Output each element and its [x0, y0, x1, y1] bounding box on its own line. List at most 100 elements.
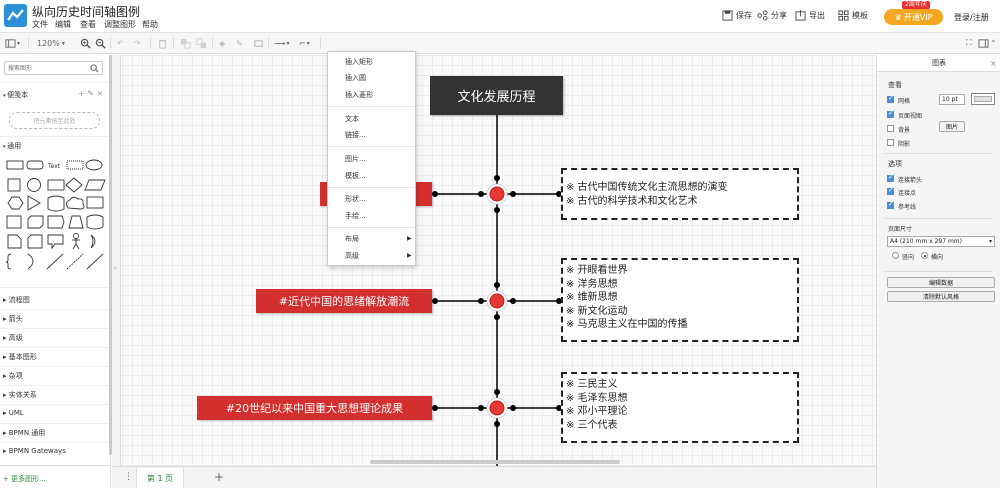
category-misc[interactable]: ▸ 杂项 — [3, 372, 23, 380]
page-tab-1[interactable]: 第 1 页 — [136, 468, 184, 488]
category-advanced[interactable]: ▸ 高级 — [3, 334, 23, 342]
category-label: 杂项 — [8, 372, 23, 380]
shape-cylinder — [47, 195, 65, 212]
menu-arrange[interactable]: 调整图形 — [104, 20, 136, 29]
connection-arrows-checkbox[interactable] — [887, 173, 894, 182]
to-front-button[interactable] — [180, 36, 191, 50]
close-icon[interactable]: × — [96, 89, 104, 98]
diagram-tab[interactable]: 图表 — [877, 55, 1000, 72]
divider — [0, 423, 110, 424]
grid-size-input[interactable]: 10 pt — [939, 94, 965, 105]
landscape-radio[interactable] — [921, 252, 928, 259]
zoom-out-button[interactable] — [95, 36, 106, 50]
portrait-radio[interactable] — [892, 252, 899, 259]
close-icon[interactable]: × — [990, 59, 997, 68]
menu-text[interactable]: 文本 — [345, 115, 359, 123]
delete-button[interactable] — [157, 36, 168, 50]
menu-layout[interactable]: 布局 — [345, 235, 359, 243]
menu-link[interactable]: 链接... — [345, 131, 366, 139]
share-button[interactable]: 分享 — [757, 10, 787, 21]
panel-toggle-button[interactable]: ▾ — [5, 36, 20, 50]
to-back-button[interactable] — [196, 36, 207, 50]
waypoint-style-button[interactable]: ⌐ ▾ — [299, 36, 310, 50]
category-label: BPMN Gateways — [8, 447, 66, 455]
templates-button[interactable]: 模板 — [838, 10, 868, 21]
shape-search-box[interactable] — [4, 61, 103, 75]
general-header[interactable]: ▾ 通用 — [3, 141, 21, 151]
scratchpad-drop-zone[interactable]: 把元素拖至此处 — [9, 112, 100, 129]
scratchpad-header[interactable]: ▾ 便笺本 — [3, 90, 28, 100]
triangle-down-icon: ▾ — [3, 144, 8, 150]
save-button[interactable]: 保存 — [722, 10, 752, 21]
share-icon — [757, 10, 768, 21]
zoom-in-button[interactable] — [80, 36, 91, 50]
undo-button[interactable]: ↶ — [117, 36, 124, 50]
zoom-select[interactable]: 120% ▾ — [37, 36, 65, 50]
category-bpmn-gateways[interactable]: ▸ BPMN Gateways — [3, 447, 66, 455]
menu-edit[interactable]: 编辑 — [55, 20, 71, 29]
fill-color-button[interactable]: ◈ — [219, 36, 225, 50]
menu-insert-diamond[interactable]: 插入菱形 — [345, 91, 373, 99]
menu-advanced[interactable]: 高级 — [345, 252, 359, 260]
grid-checkbox[interactable] — [887, 94, 894, 103]
category-arrows[interactable]: ▸ 箭头 — [3, 315, 23, 323]
add-icon[interactable]: + — [78, 89, 85, 98]
format-panel-button[interactable] — [978, 36, 989, 50]
zoom-in-icon — [80, 38, 91, 49]
clear-default-style-button[interactable]: 清除默认风格 — [887, 291, 995, 302]
login-link[interactable]: 登录/注册 — [954, 13, 989, 22]
background-image-button[interactable]: 图片 — [939, 121, 965, 132]
grid-color-picker[interactable] — [971, 93, 995, 105]
category-flowchart[interactable]: ▸ 流程图 — [3, 296, 30, 304]
shadow-button[interactable] — [253, 36, 264, 50]
background-checkbox[interactable] — [887, 125, 894, 132]
fullscreen-button[interactable]: ⛶ — [966, 36, 972, 50]
shape-triangle — [27, 195, 41, 211]
shadow-checkbox[interactable] — [887, 139, 894, 146]
menu-view[interactable]: 查看 — [80, 20, 96, 29]
category-bpmn-general[interactable]: ▸ BPMN 通用 — [3, 429, 46, 437]
menu-insert-rectangle[interactable]: 插入矩形 — [345, 58, 373, 66]
menu-freehand[interactable]: 手绘... — [345, 212, 366, 220]
sidebar-toggle-icon — [5, 38, 16, 48]
page-menu-icon[interactable]: ⋮ — [124, 472, 133, 482]
menu-help[interactable]: 帮助 — [142, 20, 158, 29]
shape-search-input[interactable] — [8, 63, 88, 73]
guides-checkbox[interactable] — [887, 200, 894, 209]
menu-template[interactable]: 模板... — [345, 172, 366, 180]
to-front-icon — [180, 38, 191, 49]
edit-icon[interactable]: ✎ — [87, 89, 94, 98]
edit-data-button[interactable]: 编辑数据 — [887, 277, 995, 288]
redo-button[interactable]: ↷ — [134, 36, 141, 50]
document-title[interactable]: 纵向历史时间轴图例 — [32, 5, 141, 19]
add-page-button[interactable]: + — [214, 470, 225, 484]
toolbar: ▾ 120% ▾ ↶ ↷ ◈ ✎ — [0, 33, 1000, 83]
toolbar-divider — [320, 37, 321, 49]
vip-label: 开通VIP — [903, 12, 933, 22]
rectangle-icon — [254, 39, 263, 47]
connection-style-button[interactable]: ⟶ ▾ — [274, 36, 289, 50]
vip-button[interactable]: ♛ 开通VIP — [884, 9, 943, 25]
sidebar-scrollbar[interactable] — [109, 55, 112, 455]
more-shapes-button[interactable]: + 更多图形... — [3, 475, 46, 483]
sidebar-collapse-gutter[interactable]: ‹ — [112, 55, 121, 466]
connection-points-checkbox[interactable] — [887, 186, 894, 195]
page-view-checkbox[interactable] — [887, 109, 894, 118]
menu-image[interactable]: 图片... — [345, 155, 366, 163]
export-button[interactable]: 导出 — [795, 10, 825, 21]
menu-shape[interactable]: 形状... — [345, 195, 366, 203]
menu-insert-circle[interactable]: 插入圆 — [345, 74, 366, 82]
category-basic[interactable]: ▸ 基本图形 — [3, 353, 37, 361]
category-er[interactable]: ▸ 实体关系 — [3, 391, 37, 399]
diagram-canvas[interactable] — [112, 55, 876, 466]
shape-cube — [27, 215, 44, 229]
shape-actor — [72, 233, 80, 250]
divider — [885, 271, 993, 272]
paper-size-select[interactable]: A4 (210 mm x 297 mm) ▾ — [887, 236, 995, 247]
line-color-button[interactable]: ✎ — [236, 36, 243, 50]
category-uml[interactable]: ▸ UML — [3, 409, 24, 417]
menu-file[interactable]: 文件 — [32, 20, 48, 29]
canvas-horizontal-scrollbar[interactable] — [370, 460, 620, 464]
connection-arrows-label: 连接箭头 — [898, 177, 923, 184]
collapse-button[interactable]: ⌃ — [990, 36, 997, 50]
